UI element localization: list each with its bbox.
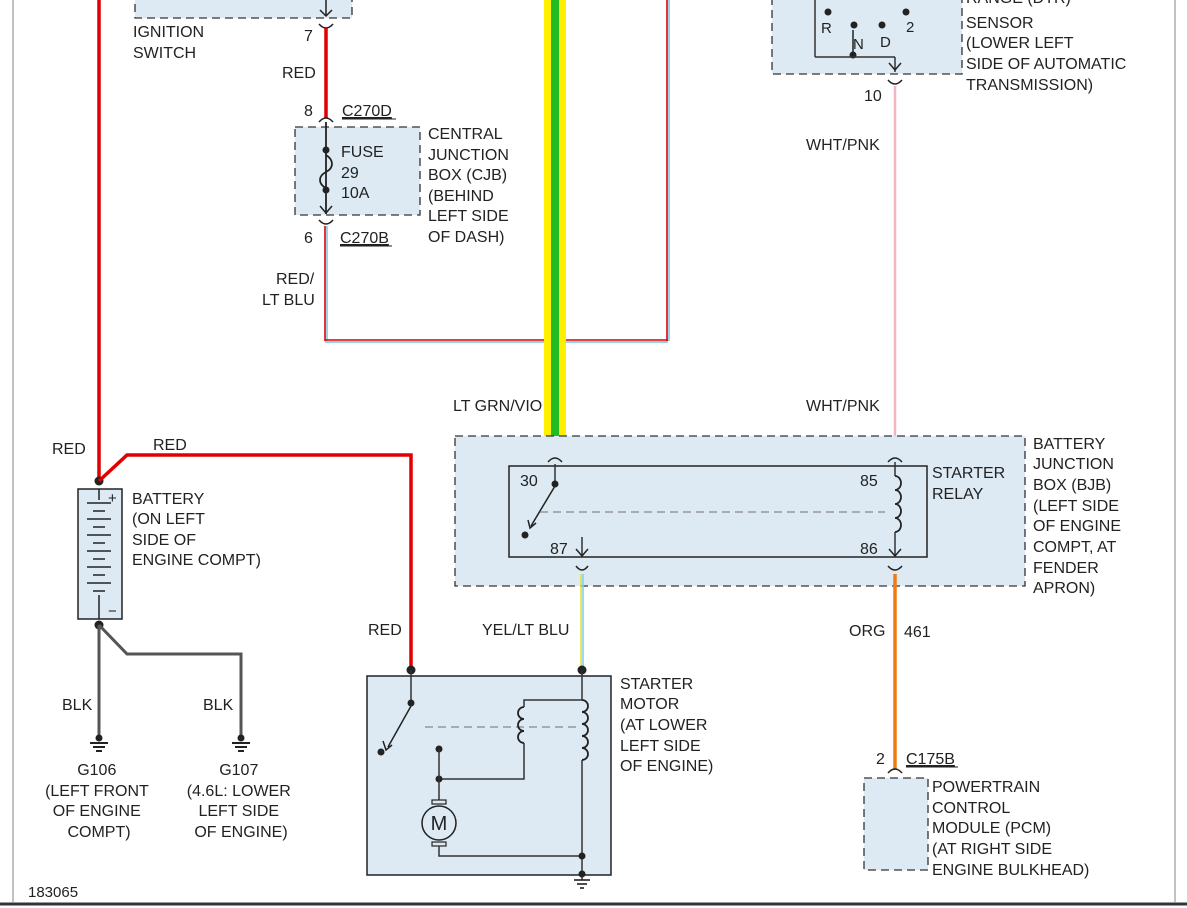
relay-pin-30: 30 xyxy=(520,473,538,490)
relay-pin-85: 85 xyxy=(860,473,878,490)
wire-label-lt-grn-vio: LT GRN/VIO xyxy=(453,398,542,415)
dtr-position-2: 2 xyxy=(906,19,914,36)
ground-icon xyxy=(90,734,108,752)
pcm-box xyxy=(863,777,929,871)
ground-icon xyxy=(232,734,250,752)
fuse-29-label: FUSE 29 10A xyxy=(341,144,388,202)
ignition-switch-label: IGNITION SWITCH xyxy=(133,24,209,62)
wire-label-red-lt-blu: RED/ LT BLU xyxy=(262,271,319,309)
battery-plus: + xyxy=(108,490,117,507)
cjb-box xyxy=(294,126,421,216)
ground-g107-label: G107 (4.6L: LOWER LEFT SIDE OF ENGINE) xyxy=(187,762,295,841)
motor-icon xyxy=(421,805,457,841)
dtr-sensor-box xyxy=(771,0,963,75)
cjb-pin-6: 6 xyxy=(304,230,313,247)
solenoid-coil-icon xyxy=(517,699,589,761)
battery-cells xyxy=(87,502,111,592)
cjb-connector-c270b: C270B xyxy=(340,230,389,247)
wire-battery-to-starter xyxy=(97,453,413,670)
cjb-connector-c270d: C270D xyxy=(342,103,392,120)
wire-lt-grn-vio-green xyxy=(551,0,559,456)
wire-label-starter-red: RED xyxy=(368,622,402,639)
dtr-pin-10: 10 xyxy=(864,88,882,105)
motor-symbol: M xyxy=(431,813,448,835)
switch-icon xyxy=(521,464,559,539)
dtr-position-r: R xyxy=(821,20,832,37)
ignition-pin-7: 7 xyxy=(304,28,313,45)
wire-label-blk-g106: BLK xyxy=(62,697,93,714)
fuse-icon xyxy=(319,154,333,189)
relay-pin-86: 86 xyxy=(860,541,878,558)
starter-motor-box xyxy=(366,675,612,876)
wire-label-blk-g107: BLK xyxy=(203,697,234,714)
wire-label-battery-red-left: RED xyxy=(52,441,86,458)
connector-symbol xyxy=(318,23,334,29)
battery-description: BATTERY (ON LEFT SIDE OF ENGINE COMPT) xyxy=(132,491,261,569)
cjb-pin-8: 8 xyxy=(304,103,313,120)
figure-id: 183065 xyxy=(28,884,78,901)
cjb-description: CENTRAL JUNCTION BOX (CJB) (BEHIND LEFT … xyxy=(428,126,513,246)
wire-blk-g107 xyxy=(97,623,243,738)
ground-icon xyxy=(574,879,590,889)
relay-pin-87: 87 xyxy=(550,541,568,558)
battery-minus: − xyxy=(108,603,117,620)
pcm-pin-2: 2 xyxy=(876,751,885,768)
wire-label-wht-pnk-top: WHT/PNK xyxy=(806,137,880,154)
battery-icon xyxy=(77,488,123,620)
wire-label-wht-pnk-bottom: WHT/PNK xyxy=(806,398,880,415)
wire-label-461: 461 xyxy=(904,624,931,641)
wire-label-org: ORG xyxy=(849,623,885,640)
ground-g106-label: G106 (LEFT FRONT OF ENGINE COMPT) xyxy=(45,762,153,841)
pcm-connector-c175b: C175B xyxy=(906,751,955,768)
ignition-switch-box xyxy=(134,0,353,19)
wire-label-battery-red-top: RED xyxy=(153,437,187,454)
dtr-position-n: N xyxy=(853,36,864,53)
starter-motor-description: STARTER MOTOR (AT LOWER LEFT SIDE OF ENG… xyxy=(620,676,713,775)
dtr-sensor-description: RANGE (DTR) SENSOR (LOWER LEFT SIDE OF A… xyxy=(966,0,1131,94)
bjb-description: BATTERY JUNCTION BOX (BJB) (LEFT SIDE OF… xyxy=(1033,436,1125,597)
starter-relay-label: STARTER RELAY xyxy=(932,465,1010,503)
dtr-position-d: D xyxy=(880,34,891,51)
relay-coil-icon xyxy=(888,462,902,558)
pcm-description: POWERTRAIN CONTROL MODULE (PCM) (AT RIGH… xyxy=(932,779,1089,879)
wire-label-yel-lt-blu: YEL/LT BLU xyxy=(482,622,569,639)
wire-label-ign-red: RED xyxy=(282,65,316,82)
